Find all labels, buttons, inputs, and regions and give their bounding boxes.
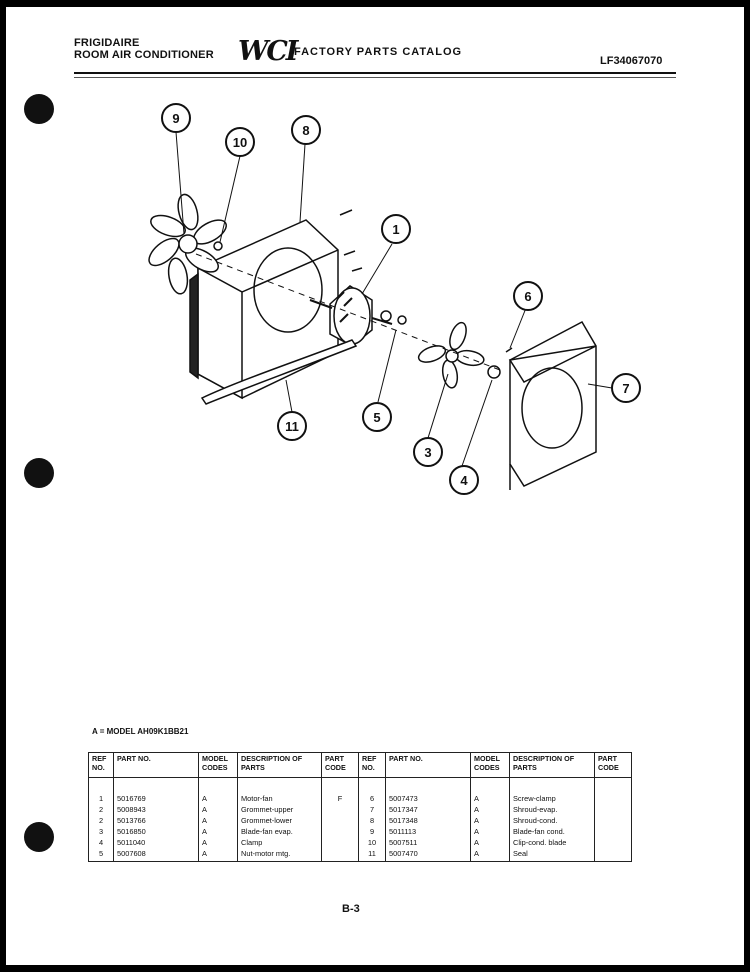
clamp-part — [487, 365, 501, 379]
product-line: ROOM AIR CONDITIONER — [74, 49, 214, 61]
header-part-code-2: PART CODE — [594, 752, 632, 778]
condenser-fan-blade — [148, 193, 227, 295]
header-model-codes: MODEL CODES — [198, 752, 238, 778]
svg-text:3: 3 — [424, 445, 431, 460]
callout-1: 1 — [381, 214, 411, 244]
svg-text:4: 4 — [460, 473, 468, 488]
header-description: DESCRIPTION OF PARTS — [237, 752, 322, 778]
header-ref-no-2: REF NO. — [358, 752, 386, 778]
page-number: B-3 — [342, 903, 360, 915]
catalog-number: LF34067070 — [600, 55, 663, 67]
callout-7: 7 — [611, 373, 641, 403]
evaporator-shroud — [508, 321, 597, 490]
evaporator-fan-blade — [417, 321, 485, 389]
wci-logo: WCI — [238, 36, 298, 67]
seal-strip — [200, 339, 358, 405]
callout-3: 3 — [413, 437, 443, 467]
svg-text:5: 5 — [373, 410, 380, 425]
svg-text:11: 11 — [285, 419, 299, 434]
clip-part — [213, 241, 223, 251]
callout-6: 6 — [513, 281, 543, 311]
condenser-shroud — [189, 219, 339, 400]
brand-name: FRIGIDAIRE — [74, 37, 140, 49]
binder-hole-bottom — [24, 822, 54, 852]
svg-text:6: 6 — [524, 289, 531, 304]
model-legend: A = MODEL AH09K1BB21 — [92, 727, 189, 736]
header-rule — [74, 72, 676, 74]
binder-hole-top — [24, 94, 54, 124]
fan-motor — [309, 285, 407, 347]
svg-text:9: 9 — [172, 111, 179, 126]
binder-hole-middle — [24, 458, 54, 488]
header-description-2: DESCRIPTION OF PARTS — [509, 752, 595, 778]
svg-text:7: 7 — [622, 381, 629, 396]
svg-text:1: 1 — [392, 222, 399, 237]
header-ref-no: REF NO. — [88, 752, 114, 778]
table-header-row: REF NO. PART NO. MODEL CODES DESCRIPTION… — [88, 752, 632, 778]
svg-text:10: 10 — [233, 135, 247, 150]
parts-table: REF NO. PART NO. MODEL CODES DESCRIPTION… — [88, 752, 632, 862]
callout-11: 11 — [277, 411, 307, 441]
header-model-codes-2: MODEL CODES — [470, 752, 510, 778]
header-rule-thin — [74, 77, 676, 78]
svg-text:8: 8 — [302, 123, 309, 138]
callout-4: 4 — [449, 465, 479, 495]
callout-9: 9 — [161, 103, 191, 133]
callout-5: 5 — [362, 402, 392, 432]
callout-10: 10 — [225, 127, 255, 157]
callout-8: 8 — [291, 115, 321, 145]
header-part-no-2: PART NO. — [385, 752, 471, 778]
catalog-title: FACTORY PARTS CATALOG — [294, 46, 463, 58]
header-part-code: PART CODE — [321, 752, 359, 778]
brand-block: FRIGIDAIRE ROOM AIR CONDITIONER — [74, 37, 214, 61]
header-part-no: PART NO. — [113, 752, 199, 778]
